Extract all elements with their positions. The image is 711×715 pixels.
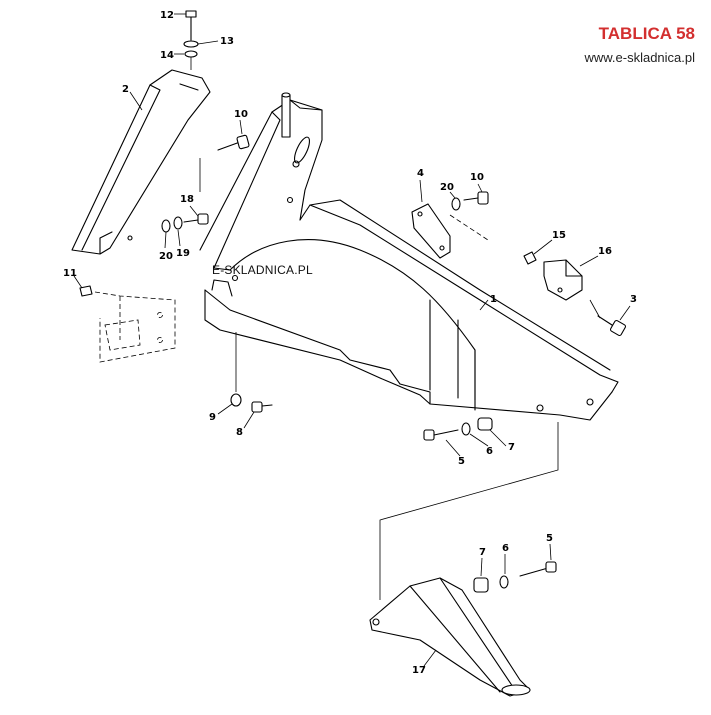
part-10-bolt-right: [463, 191, 489, 205]
callout-3: 3: [630, 294, 637, 305]
callout-10-right: 10: [470, 172, 484, 183]
callout-10-upper: 10: [234, 109, 248, 120]
callout-12: 12: [160, 10, 174, 21]
callout-11: 11: [63, 268, 77, 279]
part-12-bolt: [185, 10, 197, 41]
part-7-spacer-lower: [473, 577, 489, 593]
callout-7-mid: 7: [508, 442, 515, 453]
callout-6-lower: 6: [502, 543, 509, 554]
callouts: 1 2 3 4 5 5 6 6 7 7 8 9 10 10 11 12 13: [63, 10, 637, 676]
part-6-washer-lower: [499, 575, 509, 589]
part-13-washer: [183, 40, 199, 48]
part-1-main-frame: [199, 92, 619, 421]
part-7-spacer-mid: [477, 417, 493, 431]
website-url: www.e-skladnica.pl: [584, 50, 695, 65]
callout-20-right: 20: [440, 182, 454, 193]
callout-14: 14: [160, 50, 174, 61]
part-16-bracket: [543, 259, 583, 301]
callout-5-mid: 5: [458, 456, 465, 467]
part-5-bolt-lower: [519, 561, 557, 577]
part-10-bolt-upper: [199, 134, 250, 192]
callout-1: 1: [490, 294, 497, 305]
part-11-nut-and-bracket: [79, 285, 176, 363]
part-20-washer-left: [161, 219, 171, 233]
callout-6-mid: 6: [486, 446, 493, 457]
callout-9: 9: [209, 412, 216, 423]
callout-7-lower: 7: [479, 547, 486, 558]
part-6-washer-mid: [461, 422, 471, 436]
part-14-washer: [184, 50, 198, 70]
callout-2: 2: [122, 84, 129, 95]
watermark-text: E-SKLADNICA.PL: [212, 263, 313, 277]
callout-5-lower: 5: [546, 533, 553, 544]
plate-title: TABLICA 58: [598, 24, 695, 43]
part-19-washer: [173, 216, 183, 230]
callout-20-left: 20: [159, 251, 173, 262]
part-4-cover-plate: [411, 203, 489, 259]
part-2-side-cover: [71, 69, 211, 255]
callout-16: 16: [598, 246, 612, 257]
part-3-bolt: [589, 299, 627, 337]
part-8-bolt: [235, 332, 273, 413]
part-17-cone-shield: [369, 577, 531, 697]
callout-15: 15: [552, 230, 566, 241]
part-5-bolt-mid: [423, 429, 459, 441]
callout-19: 19: [176, 248, 190, 259]
part-9-washer: [230, 393, 242, 407]
part-18-bolt: [183, 213, 209, 225]
part-20-washer-right: [451, 197, 461, 211]
callout-8: 8: [236, 427, 243, 438]
callout-4: 4: [417, 168, 424, 179]
callout-17: 17: [412, 665, 426, 676]
callout-18: 18: [180, 194, 194, 205]
callout-13: 13: [220, 36, 234, 47]
part-15-nut: [523, 251, 537, 265]
